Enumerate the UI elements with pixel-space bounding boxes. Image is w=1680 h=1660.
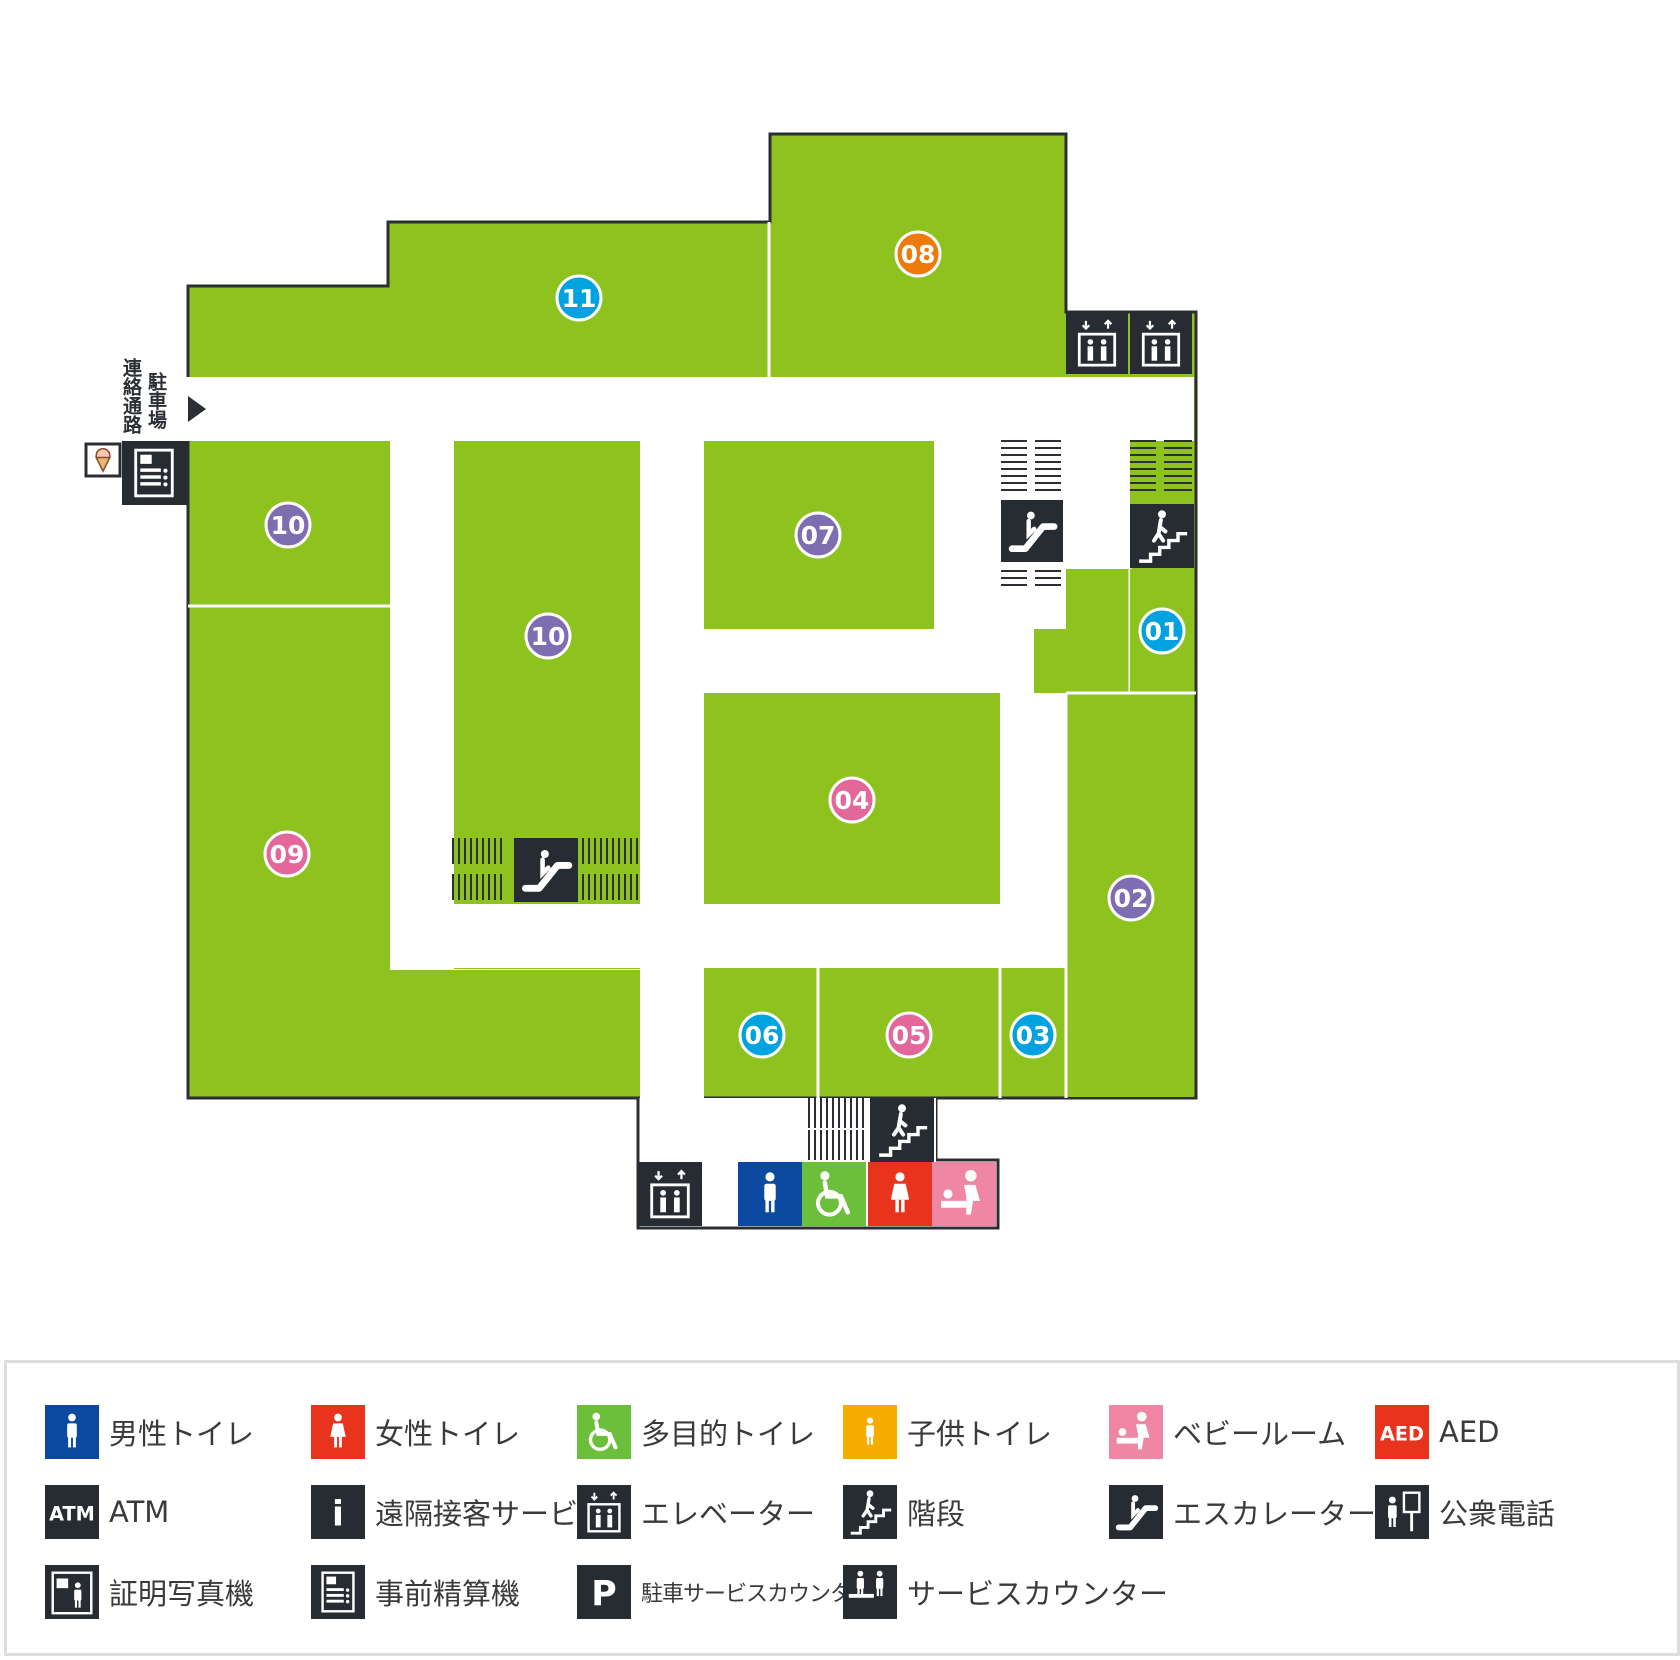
shop-number-badge[interactable]: 06 <box>738 1011 786 1059</box>
svg-text:ATM: ATM <box>49 1503 95 1526</box>
legend-label: 多目的トイレ <box>641 1417 816 1451</box>
floor-map: 駐車場 連絡通路 11 08 10 10 07 01 09 04 02 06 05 03 <box>84 132 1198 1230</box>
legend-label: ATM <box>109 1495 170 1529</box>
legend-item: 証明写真機 <box>45 1565 254 1619</box>
stairs-icon <box>870 1098 934 1162</box>
shop-number-badge[interactable]: 05 <box>885 1011 933 1059</box>
elevator-icon <box>638 1162 702 1226</box>
legend-label: 公衆電話 <box>1439 1497 1556 1531</box>
shop-number: 02 <box>1114 884 1149 913</box>
shop-number: 01 <box>1145 617 1180 646</box>
legend-item: 公衆電話 <box>1375 1485 1555 1539</box>
escalator-icon <box>1001 500 1063 562</box>
legend-label: AED <box>1439 1415 1500 1449</box>
shop-number-badge[interactable]: 08 <box>894 230 942 278</box>
legend-item: 多目的トイレ <box>577 1405 815 1459</box>
shop-number: 05 <box>892 1021 927 1050</box>
shop-number: 10 <box>531 622 566 651</box>
mens-toilet-icon <box>738 1162 802 1226</box>
ice-cream-icon <box>84 442 122 478</box>
shop-number-badge[interactable]: 01 <box>1138 607 1186 655</box>
womens-toilet-icon <box>311 1405 365 1459</box>
corridors <box>188 377 1194 1226</box>
shop-number: 09 <box>270 840 305 869</box>
legend-item: i 遠隔接客サービス <box>311 1485 607 1539</box>
legend-item: 子供トイレ <box>843 1405 1052 1459</box>
shop-number: 08 <box>901 240 936 269</box>
kids-toilet-icon <box>843 1405 897 1459</box>
service-counter-icon <box>843 1565 897 1619</box>
shop-number-badge[interactable]: 10 <box>524 612 572 660</box>
pre-payment-machine-icon <box>122 441 188 505</box>
stairs-icon <box>843 1485 897 1539</box>
multipurpose-toilet-icon <box>802 1162 866 1226</box>
parking-passage-arrow[interactable] <box>188 396 206 422</box>
remote-service-icon: i <box>311 1485 365 1539</box>
legend-label: 子供トイレ <box>907 1417 1053 1451</box>
baby-room-icon <box>932 1162 996 1226</box>
legend-item: 女性トイレ <box>311 1405 520 1459</box>
shop-number: 10 <box>271 511 306 540</box>
shop-number-badge[interactable]: 10 <box>264 501 312 549</box>
svg-text:i: i <box>332 1495 344 1535</box>
legend-item: ベビールーム <box>1109 1405 1346 1459</box>
shop-number: 06 <box>745 1021 780 1050</box>
elevator-icon <box>1130 312 1192 374</box>
elevator-icon <box>1066 312 1128 374</box>
aed-icon: AED <box>1375 1405 1429 1459</box>
parking-counter-icon: P <box>577 1565 631 1619</box>
legend-label: 階段 <box>907 1497 966 1531</box>
legend-panel: 男性トイレ 女性トイレ 多目的トイレ 子供トイレ ベビールーム AED AED ATM ATM i… <box>4 1360 1680 1656</box>
shop-number: 11 <box>562 284 597 313</box>
baby-room-icon <box>1109 1405 1163 1459</box>
legend-item: P 駐車サービスカウンター <box>577 1565 873 1619</box>
atm-icon: ATM <box>45 1485 99 1539</box>
svg-text:P: P <box>591 1575 616 1615</box>
legend-label: サービスカウンター <box>907 1577 1169 1611</box>
photo-booth-icon <box>45 1565 99 1619</box>
multipurpose-toilet-icon <box>577 1405 631 1459</box>
legend-item: エレベーター <box>577 1485 815 1539</box>
passage-label: 連絡通路 <box>120 357 142 435</box>
mens-toilet-icon <box>45 1405 99 1459</box>
shop-number-badge[interactable]: 07 <box>794 511 842 559</box>
legend-label: 男性トイレ <box>109 1417 255 1451</box>
legend-item: サービスカウンター <box>843 1565 1168 1619</box>
shop-number-badge[interactable]: 09 <box>263 830 311 878</box>
legend-label: 証明写真機 <box>109 1577 255 1611</box>
legend-label: 女性トイレ <box>375 1417 521 1451</box>
legend-label: 事前精算機 <box>375 1577 521 1611</box>
womens-toilet-icon <box>868 1162 932 1226</box>
legend-label: 駐車サービスカウンター <box>641 1582 873 1607</box>
shop-number: 04 <box>835 786 870 815</box>
shop-number: 07 <box>801 521 836 550</box>
shop-number-badge[interactable]: 11 <box>555 274 603 322</box>
legend-item: 事前精算機 <box>311 1565 520 1619</box>
public-phone-icon <box>1375 1485 1429 1539</box>
legend-item: 男性トイレ <box>45 1405 254 1459</box>
escalator-icon <box>1109 1485 1163 1539</box>
legend-label: ベビールーム <box>1173 1417 1347 1451</box>
legend-item: AED AED <box>1375 1405 1500 1459</box>
legend-item: エスカレーター <box>1109 1485 1376 1539</box>
pre-payment-machine-icon <box>311 1565 365 1619</box>
parking-label: 駐車場 <box>145 371 167 430</box>
legend-item: ATM ATM <box>45 1485 169 1539</box>
stairs-icon <box>1130 504 1194 568</box>
shop-number: 03 <box>1016 1021 1051 1050</box>
legend-label: エレベーター <box>641 1497 816 1531</box>
svg-text:AED: AED <box>1380 1423 1424 1446</box>
shop-number-badge[interactable]: 04 <box>828 776 876 824</box>
shop-number-badge[interactable]: 03 <box>1009 1011 1057 1059</box>
legend-label: 遠隔接客サービス <box>375 1497 608 1531</box>
shop-number-badge[interactable]: 02 <box>1107 874 1155 922</box>
elevator-icon <box>577 1485 631 1539</box>
escalator-icon <box>514 838 578 902</box>
legend-item: 階段 <box>843 1485 965 1539</box>
legend-label: エスカレーター <box>1173 1497 1377 1531</box>
